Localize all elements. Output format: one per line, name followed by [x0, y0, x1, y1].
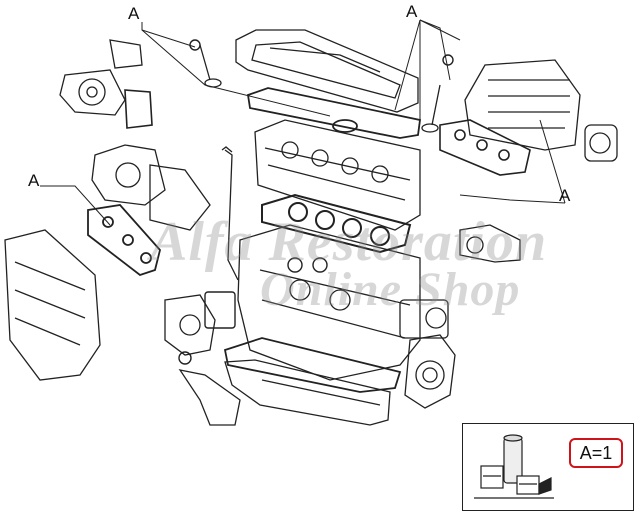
oil-pan-gasket [223, 337, 402, 393]
callout-label: A [128, 4, 140, 23]
engine-block [237, 224, 421, 381]
watermark-line-2: Online Shop [260, 263, 521, 316]
rear-seal-housing [404, 334, 456, 409]
quantity-label: A=1 [569, 438, 623, 468]
callout-leaders [40, 19, 566, 226]
valve-cover [235, 29, 419, 113]
water-pump-gasket [124, 89, 153, 129]
valve-left [199, 44, 222, 88]
cylinder-head [254, 119, 421, 231]
oil-pump [164, 294, 216, 356]
valve-cover-gasket [246, 87, 422, 139]
dipstick-tube [221, 146, 239, 281]
timing-cover [91, 144, 166, 206]
oil-pan [224, 359, 391, 426]
timing-belt-cover [149, 164, 211, 231]
legend-box: A=1 [462, 423, 634, 511]
exhaust-manifold-gasket [87, 204, 161, 277]
callout-label: A [28, 171, 40, 190]
callout-label: A [406, 2, 418, 21]
watermark-line-1: Alfa Restoration [150, 211, 548, 273]
callout-label: A [559, 186, 571, 205]
head-gasket [261, 193, 412, 254]
small-seals [178, 39, 454, 365]
intake-manifold [464, 59, 581, 151]
oil-pickup [178, 369, 241, 426]
valve-right [421, 84, 441, 133]
oil-filter-housing [399, 299, 449, 339]
gasket-kit-icon [474, 434, 554, 499]
throttle-body [584, 124, 618, 162]
intake-manifold-gasket [439, 119, 531, 176]
water-pump-pipe [109, 39, 143, 69]
water-pump [59, 69, 126, 116]
exhaust-manifold [4, 229, 101, 381]
water-outlet [459, 224, 521, 263]
